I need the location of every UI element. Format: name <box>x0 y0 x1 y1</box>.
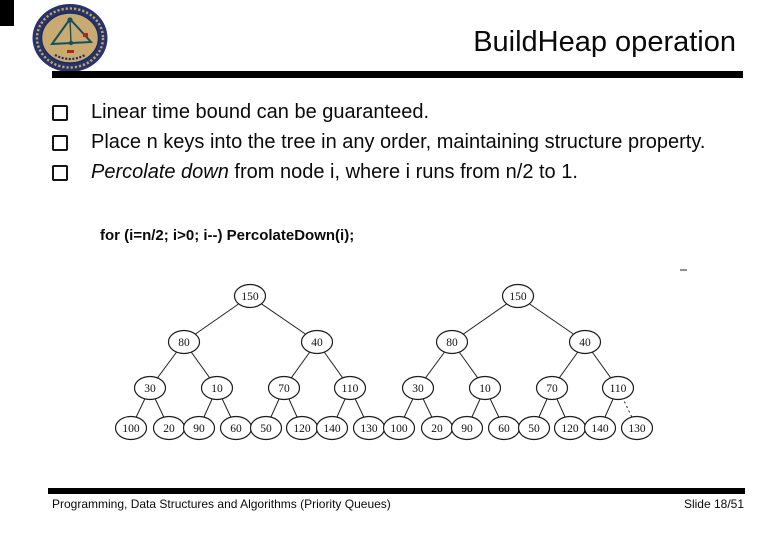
tree-node-value: 30 <box>144 383 156 395</box>
tree-node-circle <box>300 329 334 355</box>
tree-node-value: 100 <box>390 423 408 435</box>
tree-node-circle <box>620 415 654 441</box>
bullet-text-1: Linear time bound can be guaranteed. <box>91 101 430 123</box>
tree-node-circle <box>435 329 469 355</box>
tree-node-circle <box>401 375 435 401</box>
tree-node-value: 30 <box>412 383 424 395</box>
footer-slide-number: Slide 18/51 <box>683 497 744 511</box>
checkbox-bullet-icon <box>52 135 68 151</box>
tree-node-circle <box>333 375 367 401</box>
tree-node-value: 120 <box>561 423 579 435</box>
tree-node-value: 60 <box>230 423 242 435</box>
checkbox-bullet-icon <box>52 165 68 181</box>
tree-node-value: 40 <box>579 337 591 349</box>
tree-node-value: 130 <box>628 423 646 435</box>
tree-node-circle <box>517 415 551 441</box>
tree-node-value: 50 <box>260 423 272 435</box>
tree-node-value: 150 <box>509 291 527 303</box>
bullet-item-2: Place n keys into the tree in any order,… <box>52 128 742 157</box>
heap-tree-left: 150 80 40 30 10 70 110 100 20 90 60 50 120 140 130 <box>114 283 386 441</box>
university-seal-logo <box>32 4 108 72</box>
tree-node-value: 70 <box>278 383 290 395</box>
bullet-item-3: Percolate down from node i, where i runs… <box>52 158 742 187</box>
binary-heap-diagram: 150 80 40 30 10 70 110 100 20 90 60 50 120 140 130 150 8… <box>114 269 687 441</box>
tree-node-circle <box>568 329 602 355</box>
tree-node-circle <box>450 415 484 441</box>
tree-node-circle <box>382 415 416 441</box>
tree-node-value: 40 <box>311 337 323 349</box>
slide-title: BuildHeap operation <box>473 26 736 58</box>
tree-node-value: 80 <box>446 337 458 349</box>
bullet-text-2: Place n keys into the tree in any order,… <box>91 131 706 153</box>
tree-node-value: 140 <box>323 423 341 435</box>
tree-node-value: 70 <box>546 383 558 395</box>
tree-node-value: 110 <box>342 383 359 395</box>
tree-node-value: 100 <box>122 423 140 435</box>
tree-node-value: 50 <box>528 423 540 435</box>
scan-artifact-block <box>0 0 14 26</box>
tree-node-value: 140 <box>591 423 609 435</box>
tree-node-value: 130 <box>360 423 378 435</box>
tree-node-circle <box>233 283 267 309</box>
bullet-item-1: Linear time bound can be guaranteed. <box>52 98 742 127</box>
bullet-text-3: Percolate down from node i, where i runs… <box>91 161 578 183</box>
tree-node-value: 80 <box>178 337 190 349</box>
footer-course-label: Programming, Data Structures and Algorit… <box>52 497 391 511</box>
tree-node-value: 20 <box>431 423 443 435</box>
tree-node-circle <box>114 415 148 441</box>
pseudocode-line: for (i=n/2; i>0; i--) PercolateDown(i); <box>100 227 355 244</box>
tree-node-value: 10 <box>479 383 491 395</box>
bullet-list: Linear time bound can be guaranteed. Pla… <box>52 98 742 188</box>
tree-node-value: 150 <box>241 291 259 303</box>
tree-node-circle <box>535 375 569 401</box>
tree-node-circle <box>267 375 301 401</box>
tree-node-value: 20 <box>163 423 175 435</box>
tree-node-value: 10 <box>211 383 223 395</box>
tree-node-circle <box>501 283 535 309</box>
tree-node-circle <box>468 375 502 401</box>
tree-node-circle <box>182 415 216 441</box>
tree-node-circle <box>249 415 283 441</box>
tree-node-circle <box>583 415 617 441</box>
checkbox-bullet-icon <box>52 105 68 121</box>
tree-node-circle <box>133 375 167 401</box>
tree-node-value: 120 <box>293 423 311 435</box>
footer-divider-bar <box>48 488 745 494</box>
tree-node-value: 60 <box>498 423 510 435</box>
tree-node-circle <box>601 375 635 401</box>
tree-node-value: 90 <box>193 423 205 435</box>
tree-node-circle <box>315 415 349 441</box>
title-underline-bar <box>52 71 743 78</box>
tree-node-circle <box>167 329 201 355</box>
tree-node-value: 110 <box>610 383 627 395</box>
heap-tree-right: 150 80 40 30 10 70 110 100 20 90 60 50 120 140 130 <box>382 283 654 441</box>
tree-node-value: 90 <box>461 423 473 435</box>
tree-node-circle <box>200 375 234 401</box>
